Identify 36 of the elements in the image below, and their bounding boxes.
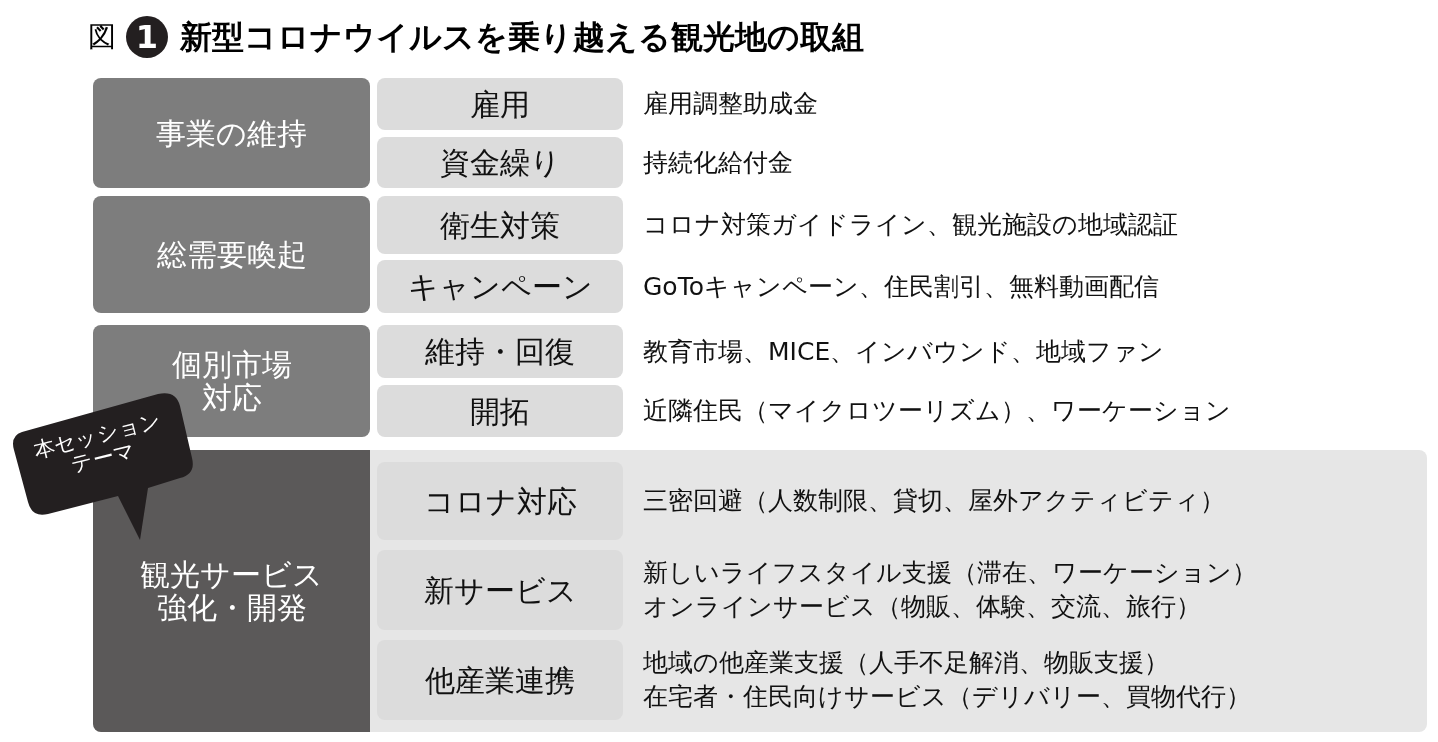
item-box (377, 137, 623, 188)
item-label: 衛生対策 (440, 208, 560, 242)
description-text: GoToキャンペーン、住民割引、無料動画配信 (643, 270, 1159, 303)
description-text: 地域の他産業支援（人手不足解消、物販支援） (643, 647, 1169, 679)
item-box (377, 385, 623, 437)
item-box (377, 196, 623, 254)
bubble-text: 本セッションテーマ (29, 408, 165, 480)
item-label: 他産業連携 (425, 663, 575, 697)
category-label: 総需要喚起 (156, 238, 307, 271)
category-label: 個別市場対応 (170, 348, 293, 414)
item-label: 新サービス (423, 573, 577, 607)
description-text: 新しいライフスタイル支援（滞在、ワーケーション） (643, 557, 1257, 589)
description-text: 三密回避（人数制限、貸切、屋外アクティビティ） (643, 485, 1225, 517)
description-text: コロナ対策ガイドライン、観光施設の地域認証 (643, 209, 1178, 241)
item-label: 雇用 (470, 87, 530, 121)
description-text: オンラインサービス（物販、体験、交流、旅行） (643, 591, 1201, 623)
title: 新型コロナウイルスを乗り越える観光地の取組 (180, 17, 864, 58)
item-label: コロナ対応 (423, 484, 577, 518)
figure-label: 図 (88, 19, 116, 55)
category-box (93, 78, 370, 188)
item-label: 資金繰り (439, 146, 561, 179)
item-box (377, 78, 623, 130)
description-text: 教育市場、MICE、インバウンド、地域ファン (643, 335, 1165, 368)
item-box (377, 325, 623, 378)
item-label: キャンペーン (407, 270, 593, 303)
description-text: 持続化給付金 (643, 146, 793, 179)
figure-number: 1 (126, 16, 168, 58)
item-label: 維持・回復 (425, 335, 575, 368)
category-label: 事業の維持 (156, 116, 307, 150)
category-box (93, 196, 370, 313)
description-text: 雇用調整助成金 (643, 88, 818, 120)
item-box (377, 260, 623, 313)
description-text: 在宅者・住民向けサービス（デリバリー、買物代行） (643, 681, 1251, 713)
description-text: 近隣住民（マイクロツーリズム）、ワーケーション (643, 395, 1231, 427)
item-label: 開拓 (470, 394, 530, 428)
category-label: 観光サービス強化・開発 (139, 558, 324, 624)
